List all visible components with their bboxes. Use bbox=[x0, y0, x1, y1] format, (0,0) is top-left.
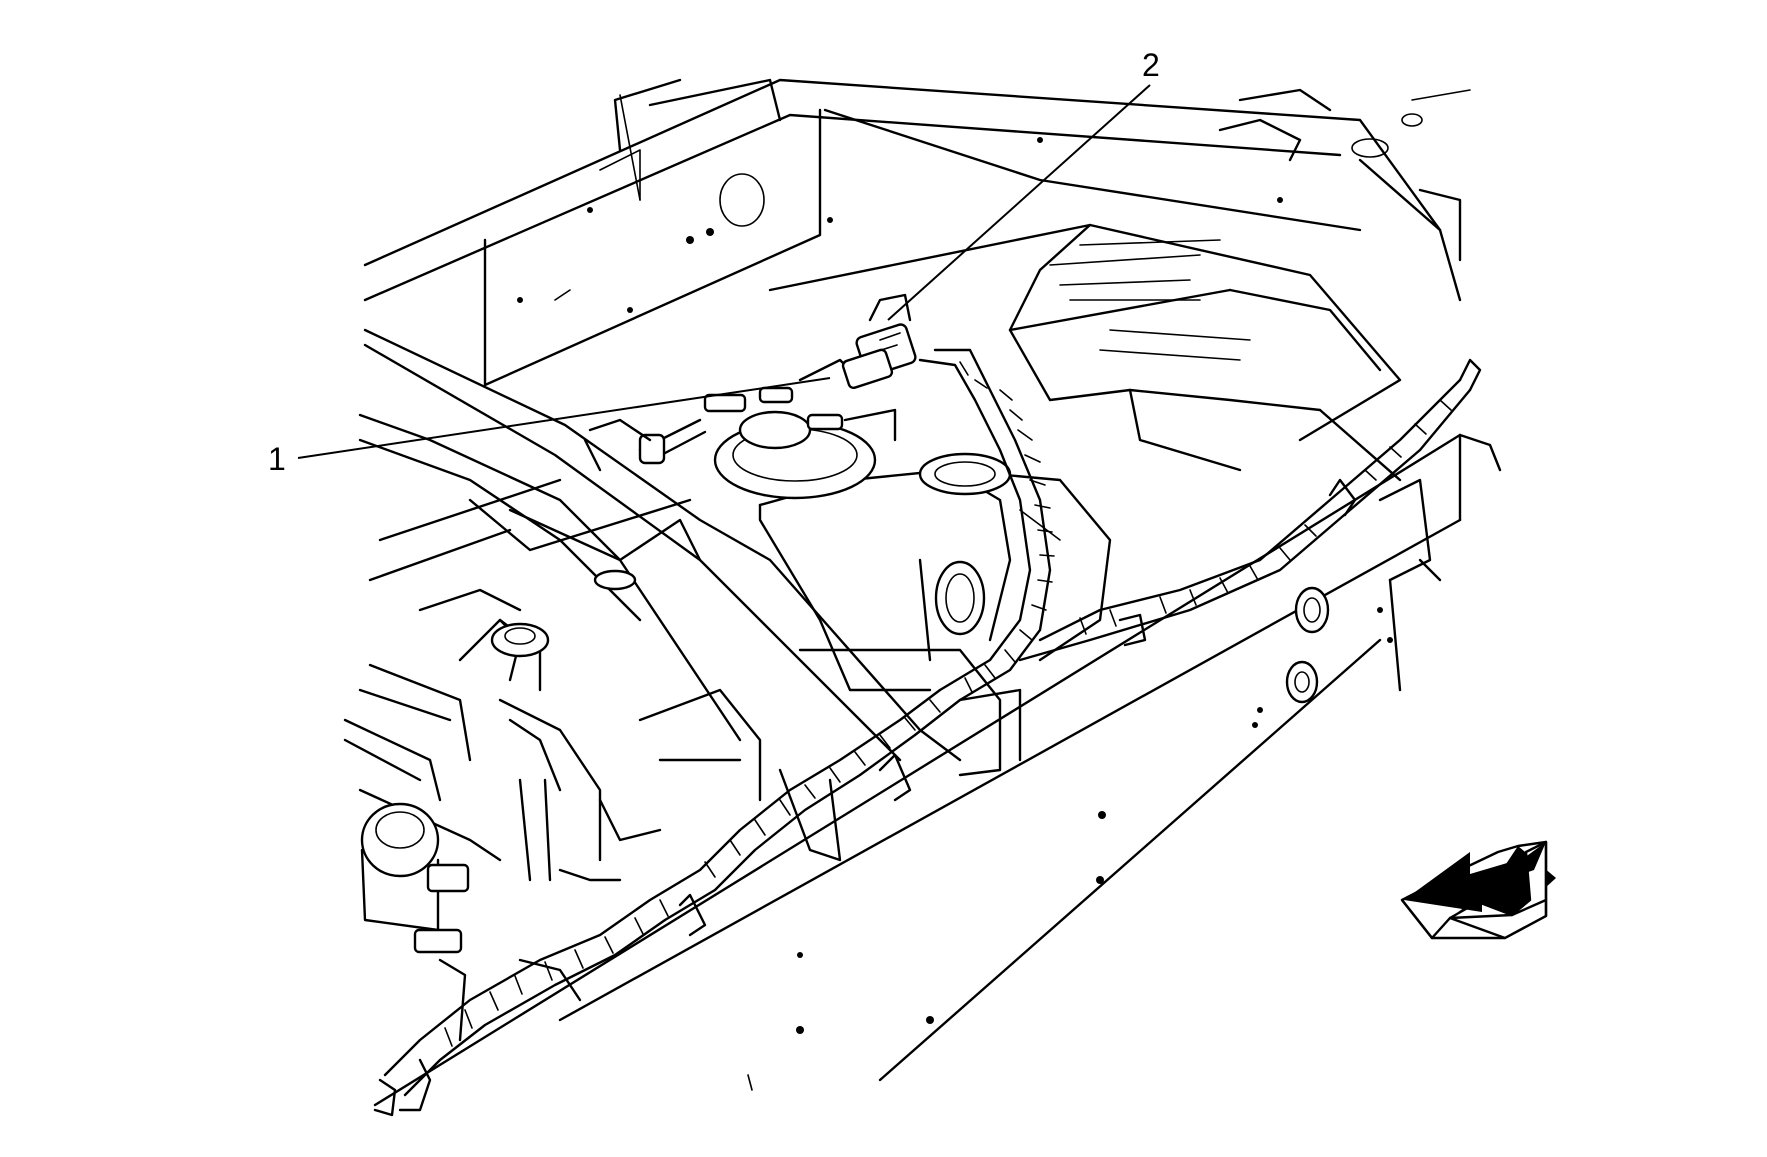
callout-leaders bbox=[297, 84, 1151, 459]
callout-2-leader bbox=[887, 84, 1151, 321]
frame-rail bbox=[373, 433, 1502, 1107]
front-direction-arrow-icon bbox=[1400, 840, 1556, 940]
fuel-pump-electrical-connector bbox=[841, 293, 917, 390]
fuel-pump-module bbox=[583, 358, 897, 500]
wiring-harness bbox=[373, 348, 1482, 1117]
callout-1-leader bbox=[297, 377, 831, 459]
callout-1: 1 bbox=[268, 441, 286, 477]
inner-frame-rail bbox=[358, 328, 1022, 862]
fuel-tank bbox=[758, 223, 1402, 692]
rear-frame-crossmember bbox=[363, 78, 1471, 387]
callout-2: 2 bbox=[1142, 47, 1160, 83]
